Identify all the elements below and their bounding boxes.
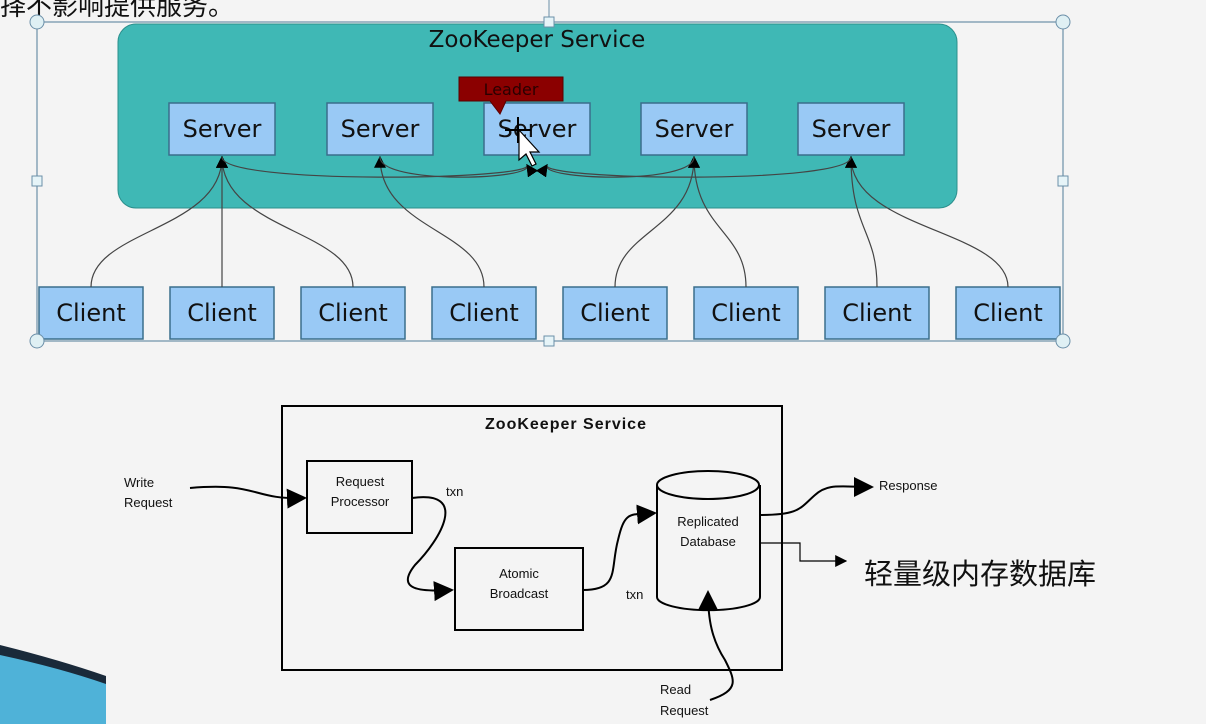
client-box[interactable]: Client xyxy=(169,286,275,340)
resize-handle[interactable] xyxy=(1055,14,1071,30)
response-label: Response xyxy=(879,478,938,493)
client-server-link xyxy=(90,155,228,288)
server-box[interactable]: Server xyxy=(326,102,434,156)
server-box[interactable]: Server xyxy=(168,102,276,156)
server-leader-link xyxy=(536,156,852,178)
server-label: Server xyxy=(341,115,420,143)
client-server-link xyxy=(614,155,700,288)
client-box[interactable]: Client xyxy=(38,286,144,340)
atomic-broadcast-label: Atomic xyxy=(499,566,539,581)
zk-service-title: ZooKeeper Service xyxy=(485,416,647,433)
client-box[interactable]: Client xyxy=(955,286,1061,340)
resize-handle[interactable] xyxy=(543,335,555,347)
client-server-link xyxy=(216,155,354,288)
service-title: ZooKeeper Service xyxy=(429,27,646,53)
leader-label: Leader xyxy=(484,80,539,99)
server-label: Server xyxy=(655,115,734,143)
resize-handle[interactable] xyxy=(31,175,43,187)
client-box[interactable]: Client xyxy=(562,286,668,340)
client-box[interactable]: Client xyxy=(693,286,799,340)
txn-label-2: txn xyxy=(626,587,643,602)
client-label: Client xyxy=(842,299,911,327)
server-box[interactable]: Server xyxy=(640,102,748,156)
resize-handle[interactable] xyxy=(29,14,45,30)
atomic-broadcast-label-2: Broadcast xyxy=(490,586,549,601)
client-server-link xyxy=(374,155,485,288)
client-label: Client xyxy=(56,299,125,327)
client-label: Client xyxy=(711,299,780,327)
resize-handle[interactable] xyxy=(1057,175,1069,187)
server-leader-link xyxy=(536,156,695,178)
zk-service-box xyxy=(281,405,783,671)
resize-handle[interactable] xyxy=(1055,333,1071,349)
server-label: Server xyxy=(183,115,262,143)
request-processor-label-2: Processor xyxy=(331,494,390,509)
move-cursor-icon xyxy=(505,117,541,167)
annotation-arrow xyxy=(760,542,848,567)
server-leader-link xyxy=(221,156,538,178)
annotation-text: 轻量级内存数据库 xyxy=(864,557,1097,591)
client-label: Client xyxy=(318,299,387,327)
server-label: Server xyxy=(812,115,891,143)
txn-label-1: txn xyxy=(446,484,463,499)
server-leader-link xyxy=(379,156,538,178)
client-label: Client xyxy=(449,299,518,327)
read-request-label: Read xyxy=(660,682,691,697)
resize-handle[interactable] xyxy=(29,333,45,349)
client-server-link xyxy=(688,155,747,288)
client-box[interactable]: Client xyxy=(300,286,406,340)
client-server-link xyxy=(845,155,1009,288)
read-request-label-2: Request xyxy=(660,703,709,718)
write-request-label: Write xyxy=(124,475,154,490)
client-server-link xyxy=(845,155,878,288)
client-label: Client xyxy=(187,299,256,327)
client-label: Client xyxy=(973,299,1042,327)
database-label: Replicated xyxy=(677,514,738,529)
flow-arrows xyxy=(189,476,874,701)
server-box[interactable]: Server xyxy=(797,102,905,156)
resize-handle[interactable] xyxy=(543,16,555,28)
client-label: Client xyxy=(580,299,649,327)
client-box[interactable]: Client xyxy=(824,286,930,340)
write-request-label-2: Request xyxy=(124,495,173,510)
leader-callout: Leader xyxy=(458,76,564,115)
slide-decoration xyxy=(0,650,106,724)
database-label-2: Database xyxy=(680,534,736,549)
client-box[interactable]: Client xyxy=(431,286,537,340)
request-processor-label: Request xyxy=(336,474,385,489)
slide-caption: 择不影响提供服务。 xyxy=(0,0,235,22)
